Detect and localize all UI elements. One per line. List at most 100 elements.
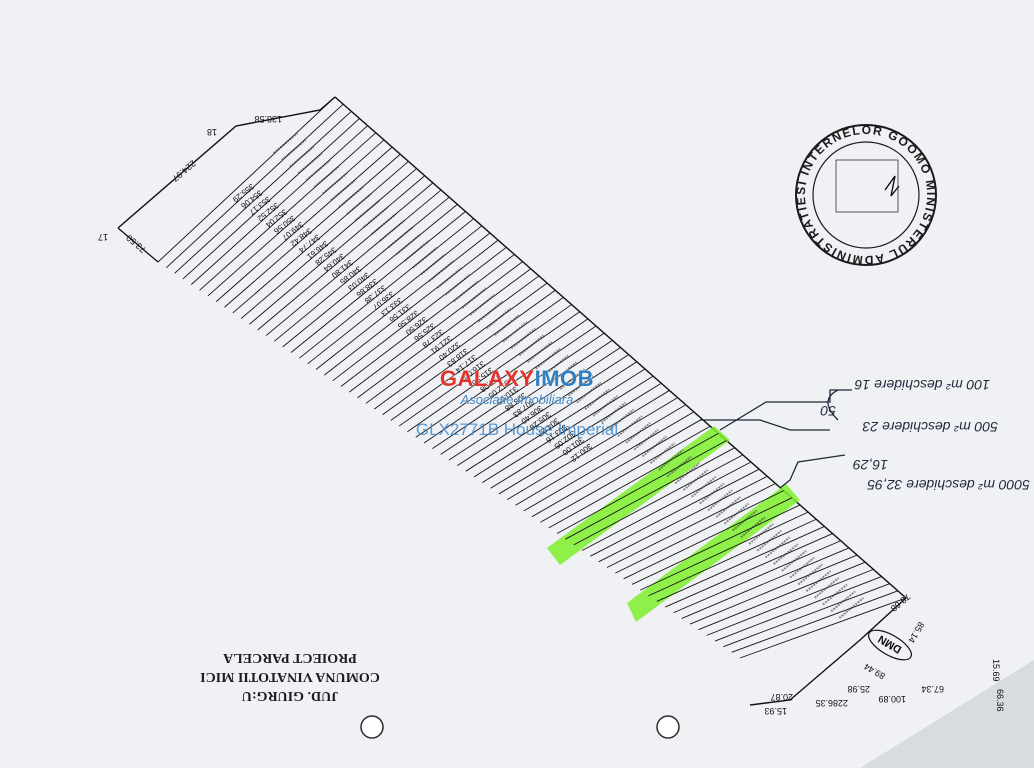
parcel-line	[656, 526, 825, 602]
dim-bottom-5: 100.89	[878, 694, 906, 704]
owner-name-mark	[297, 152, 323, 175]
dim-bottom-2: 2286.35	[815, 698, 848, 708]
parcel-line	[207, 139, 385, 297]
parcel-line	[166, 103, 344, 268]
parcel-line	[465, 361, 638, 472]
owner-name-mark	[461, 287, 487, 309]
owner-name-mark	[404, 240, 430, 262]
document-title: JUD. GIURG:U COMUNA VINATOTII MICI PROIE…	[150, 648, 430, 705]
handwritten-notes	[700, 389, 852, 489]
owner-name-mark	[486, 307, 512, 330]
owner-name-mark	[584, 388, 610, 410]
parcel-line	[523, 411, 695, 512]
parcel-line	[315, 232, 491, 370]
parcel-line	[473, 368, 646, 478]
parcel-line	[714, 576, 882, 642]
watermark-listing-id: GLX2771B House Imperial	[415, 420, 619, 439]
parcel-line	[390, 297, 564, 421]
parcel-line	[340, 254, 515, 387]
owner-name-mark	[543, 354, 569, 377]
owner-name-mark	[363, 206, 389, 229]
parcel-line	[623, 497, 792, 580]
owner-name-mark	[322, 172, 348, 195]
parcel-line	[565, 447, 735, 540]
parcel-line	[432, 332, 605, 450]
note-4: 16,29	[853, 457, 888, 473]
parcel-line	[257, 182, 434, 331]
parcel-line	[739, 597, 907, 659]
parcel-line	[631, 504, 801, 585]
owner-name-mark	[518, 334, 545, 357]
owner-name-mark	[773, 543, 799, 565]
dim-bottom-1: 20.87	[770, 692, 793, 702]
parcel-line	[274, 196, 450, 342]
owner-name-mark	[650, 442, 676, 464]
owner-name-mark	[346, 193, 372, 215]
parcel-line	[190, 125, 368, 285]
owner-name-mark	[625, 422, 651, 444]
parcel-line	[265, 189, 442, 336]
owner-name-mark	[756, 529, 782, 552]
owner-name-mark	[641, 435, 668, 458]
parcel-line	[457, 354, 629, 467]
punch-hole-left	[360, 715, 384, 739]
owner-name-mark	[387, 226, 413, 249]
owner-name-mark	[551, 361, 577, 384]
owner-name-mark	[682, 469, 709, 491]
note-bracket: 50	[820, 403, 836, 419]
owner-name-mark	[354, 199, 381, 222]
parcel-line	[598, 475, 768, 563]
parcel-line	[531, 418, 703, 517]
owner-name-mark	[781, 550, 807, 572]
owner-name-mark	[289, 145, 315, 168]
owner-name-mark	[568, 374, 594, 397]
parcel-line	[398, 304, 572, 427]
dim-right-d: 66.36	[995, 689, 1005, 712]
owner-name-mark	[477, 300, 504, 323]
owner-name-mark	[715, 496, 741, 518]
parcel-line	[373, 282, 548, 410]
parcel-line	[606, 483, 776, 568]
owner-name-mark	[305, 159, 331, 181]
owner-name-mark	[281, 139, 307, 161]
owner-name-mark	[822, 583, 848, 606]
parcel-line	[698, 561, 866, 631]
parcel-line	[249, 175, 426, 325]
dim-left-edge-top: 138.58	[254, 114, 282, 124]
owner-name-mark	[748, 523, 774, 545]
parcel-line	[648, 518, 817, 597]
dim-bottom-4: 25.98	[847, 684, 870, 694]
owner-name-mark	[469, 294, 495, 316]
parcel-line	[448, 347, 621, 461]
parcel-line	[224, 153, 401, 308]
parcel-line	[240, 168, 417, 319]
owner-name-mark	[592, 395, 618, 417]
parcel-line	[498, 390, 670, 495]
parcel-line	[615, 490, 784, 574]
watermark-tagline: Asociatie Imobiliara	[460, 392, 574, 407]
owner-name-mark	[699, 482, 725, 505]
owner-name-mark	[527, 341, 553, 363]
parcel-line	[548, 432, 719, 529]
owner-name-mark	[805, 570, 832, 592]
owner-name-mark	[272, 132, 299, 154]
parcel-line	[407, 311, 580, 433]
dim-bottom-3: 15.93	[764, 706, 787, 716]
owner-name-mark	[420, 253, 446, 276]
parcel-line	[506, 397, 678, 500]
owner-name-mark	[428, 260, 454, 282]
owner-name-mark	[494, 314, 520, 336]
watermark-brand-left: GALAXY	[439, 366, 535, 391]
owner-name-mark	[674, 462, 700, 485]
parcel-line	[689, 554, 858, 625]
parcel-line	[640, 511, 809, 591]
parcel-line	[299, 218, 474, 359]
note-3: 5000 m² deschidere 32,95	[867, 477, 1030, 493]
owner-name-mark	[609, 408, 635, 431]
document-title-line-1: JUD. GIURG:U	[241, 688, 339, 703]
owner-name-mark	[600, 401, 627, 424]
owner-name-mark	[658, 449, 684, 471]
parcel-line	[365, 275, 540, 404]
